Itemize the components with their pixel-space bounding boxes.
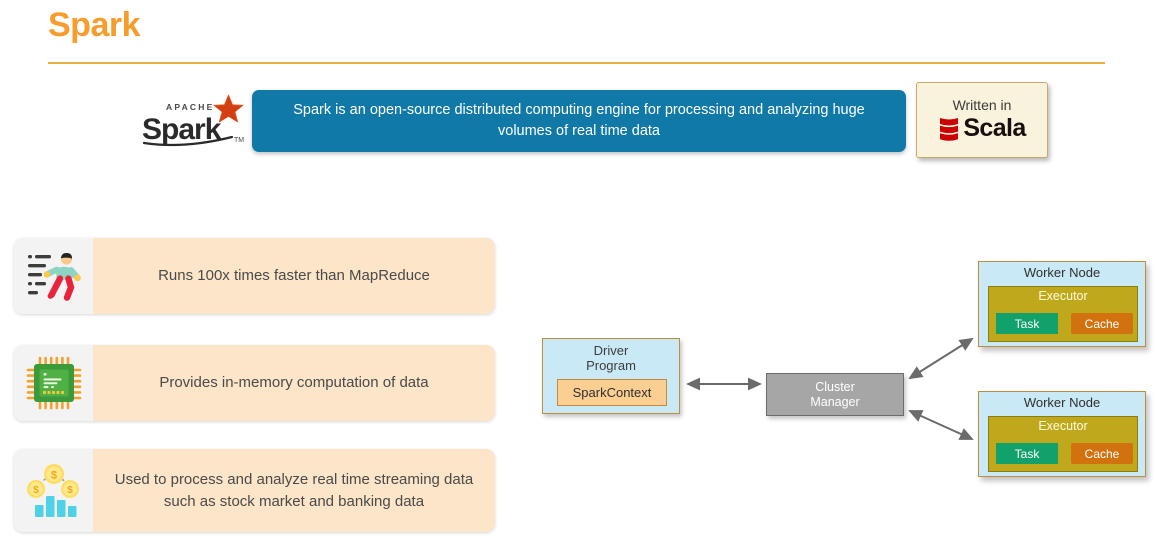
feature-card-speed: Runs 100x times faster than MapReduce xyxy=(14,238,495,314)
worker-node-title: Worker Node xyxy=(1023,395,1101,410)
written-in-label: Written in xyxy=(952,97,1012,113)
executor-box: Executor Task Cache xyxy=(988,416,1138,472)
worker-node-box: Worker Node Executor Task Cache xyxy=(978,391,1146,477)
title-divider xyxy=(48,62,1105,64)
executor-box: Executor Task Cache xyxy=(988,286,1138,342)
feature-label: Runs 100x times faster than MapReduce xyxy=(158,267,430,285)
task-box: Task xyxy=(996,313,1058,334)
driver-title-line1: Driver xyxy=(593,343,629,358)
description-banner-text: Spark is an open-source distributed comp… xyxy=(293,102,865,139)
feature-label: Provides in-memory computation of data xyxy=(159,374,429,392)
executor-label: Executor xyxy=(1038,419,1088,433)
worker-node-box: Worker Node Executor Task Cache xyxy=(978,261,1146,347)
feature-text-panel: Used to process and analyze real time st… xyxy=(93,449,495,532)
coin: $ xyxy=(60,479,79,498)
scala-wordmark: Scala xyxy=(963,114,1026,142)
sparkcontext-box: SparkContext xyxy=(557,379,667,406)
worker-node-title: Worker Node xyxy=(1023,265,1101,280)
feature-icon-panel xyxy=(14,345,93,421)
description-banner: Spark is an open-source distributed comp… xyxy=(252,90,906,152)
feature-icon-panel: $ $ $ xyxy=(14,449,93,532)
cpu-chip-icon xyxy=(26,356,81,410)
executor-label: Executor xyxy=(1038,289,1088,303)
task-box: Task xyxy=(996,443,1058,464)
svg-text:TM: TM xyxy=(234,137,244,144)
feature-text-panel: Provides in-memory computation of data xyxy=(93,345,495,421)
feature-label: Used to process and analyze real time st… xyxy=(114,471,474,510)
svg-text:$: $ xyxy=(67,485,73,496)
coin: $ xyxy=(26,479,45,498)
driver-program-title: Driver Program xyxy=(543,339,679,374)
bar-chart xyxy=(34,495,76,517)
feature-text-panel: Runs 100x times faster than MapReduce xyxy=(93,238,495,314)
written-in-scala-badge: Written in Scala xyxy=(916,82,1048,158)
arrow-cluster-worker-1 xyxy=(908,337,974,380)
scala-stripes-icon xyxy=(940,117,959,141)
svg-text:$: $ xyxy=(33,485,39,496)
coins-bar-chart-icon: $ $ $ xyxy=(26,463,79,517)
running-person-icon xyxy=(27,252,81,301)
svg-text:$: $ xyxy=(50,469,56,481)
page-title: Spark xyxy=(48,6,141,44)
cluster-title-line1: Cluster xyxy=(815,379,855,394)
coin: $ xyxy=(43,463,64,484)
svg-text:Spark: Spark xyxy=(142,113,222,146)
feature-card-memory: Provides in-memory computation of data xyxy=(14,345,495,421)
cluster-title-line2: Manager xyxy=(810,394,860,409)
arrow-cluster-worker-2 xyxy=(908,410,974,440)
cluster-manager-box: Cluster Manager xyxy=(766,373,904,416)
driver-program-box: Driver Program SparkContext xyxy=(542,338,680,414)
cluster-manager-title: Cluster Manager xyxy=(810,380,859,410)
cache-box: Cache xyxy=(1071,443,1133,464)
driver-title-line2: Program xyxy=(586,357,636,373)
scala-logo: Scala xyxy=(938,114,1026,143)
apache-spark-logo: APACHE Spark TM xyxy=(136,86,254,156)
svg-text:APACHE: APACHE xyxy=(166,102,214,112)
cache-box: Cache xyxy=(1071,313,1133,334)
feature-icon-panel xyxy=(14,238,93,314)
feature-card-streaming: $ $ $ xyxy=(14,449,495,532)
